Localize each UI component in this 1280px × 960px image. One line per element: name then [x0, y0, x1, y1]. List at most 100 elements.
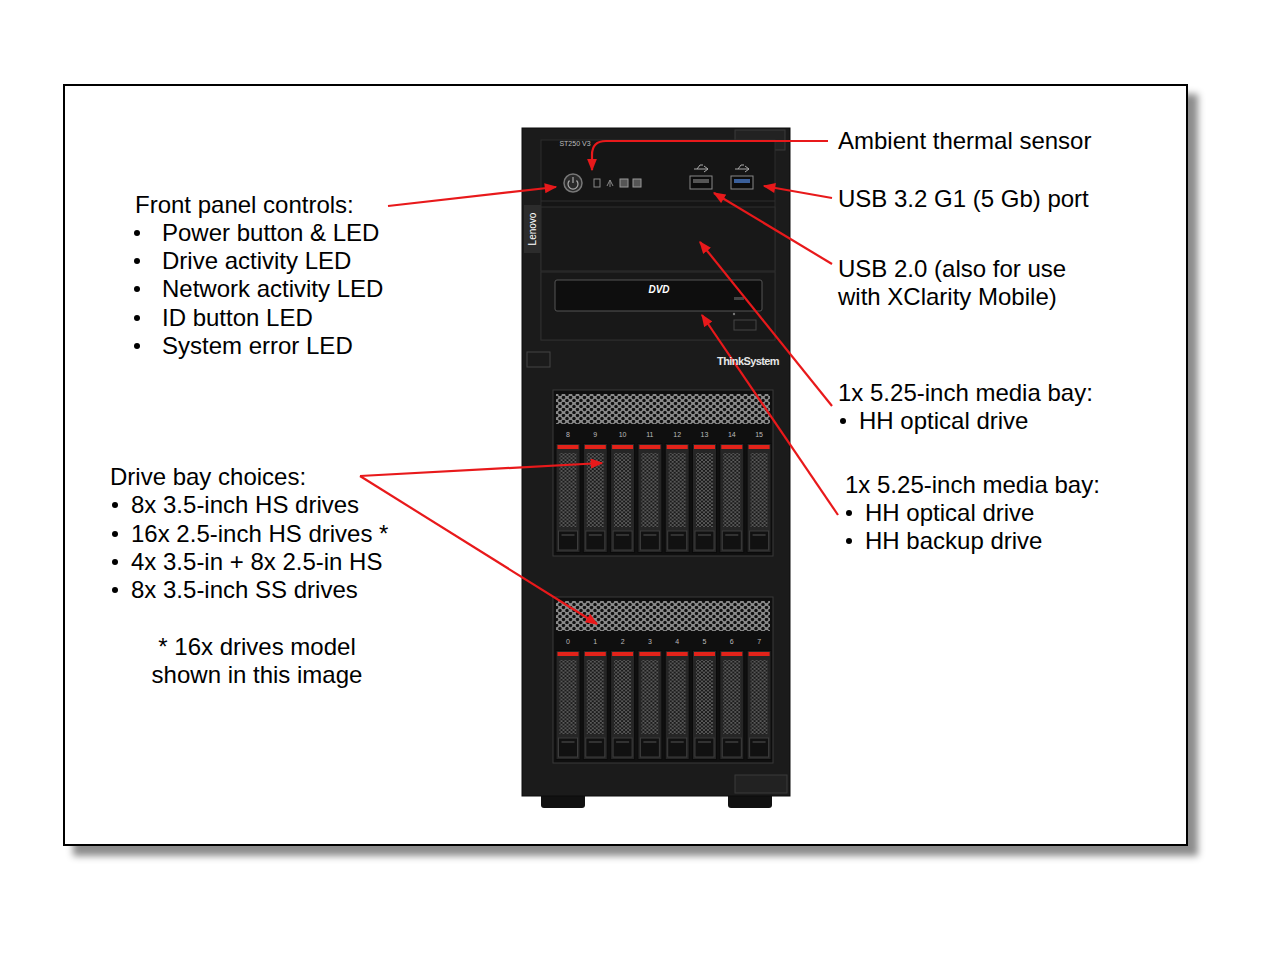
- network-led: [607, 180, 613, 187]
- list-item: HH optical drive: [859, 407, 1028, 435]
- usb-port-tongue: [693, 179, 709, 183]
- drive-tray: [693, 651, 717, 760]
- bay-number: 7: [757, 638, 761, 645]
- drive-tray: [747, 444, 771, 553]
- drive-tray: [720, 651, 744, 760]
- error-led: [633, 179, 641, 187]
- drive-led: [594, 179, 600, 187]
- product-brand: ThinkSystem: [717, 356, 779, 367]
- bay-number: 12: [673, 431, 681, 438]
- leader-arrow: [702, 315, 838, 515]
- media-bay: [541, 207, 775, 271]
- usb-port: [731, 176, 753, 189]
- footnote: * 16x drives model shown in this image: [132, 633, 382, 689]
- list-item: Drive activity LED: [162, 247, 351, 275]
- drive-tray: [556, 651, 580, 760]
- list-item: 16x 2.5-inch HS drives *: [131, 520, 388, 548]
- bay-number: 8: [566, 431, 570, 438]
- bullet-dot: [134, 258, 140, 264]
- list-item: 4x 3.5-in + 8x 2.5-in HS: [131, 548, 382, 576]
- drive-tray: [583, 444, 607, 553]
- bay-number: 1: [593, 638, 597, 645]
- bay-number: 13: [701, 431, 709, 438]
- bullet-dot: [134, 315, 140, 321]
- bay-number: 0: [566, 638, 570, 645]
- server-chassis: [522, 128, 790, 796]
- list-item: 8x 3.5-inch SS drives: [131, 576, 358, 604]
- panel-seam: [541, 201, 775, 202]
- id-button: [620, 179, 628, 187]
- bullet-dot: [112, 559, 118, 565]
- bay-number: 15: [755, 431, 763, 438]
- leader-arrow: [388, 187, 556, 206]
- bullet-dot: [134, 286, 140, 292]
- usb-icon: [694, 165, 708, 172]
- bullet-dot: [134, 343, 140, 349]
- bullet-dot: [112, 502, 118, 508]
- bezel-latch: [527, 352, 550, 367]
- drive-tray: [638, 651, 662, 760]
- drive-cage: [553, 597, 773, 763]
- brand-logo: Lenovo: [528, 213, 538, 246]
- callout-label: Ambient thermal sensor: [838, 127, 1091, 155]
- callout-label: USB 2.0 (also for use with XClarity Mobi…: [838, 255, 1108, 311]
- optical-drive-tray: [555, 280, 762, 311]
- leader-arrow: [764, 186, 832, 198]
- leader-arrow: [360, 476, 597, 624]
- leader-lines: [360, 141, 838, 624]
- air-vent: [556, 601, 770, 631]
- drive-tray: [638, 444, 662, 553]
- callout-heading: Drive bay choices:: [110, 463, 306, 491]
- drive-tray: [611, 651, 635, 760]
- drive-tray: [720, 444, 744, 553]
- drive-tray: [556, 444, 580, 553]
- usb-icon: [735, 165, 749, 172]
- drive-tray: [747, 651, 771, 760]
- drive-cage: [553, 390, 773, 556]
- bay-number: 2: [621, 638, 625, 645]
- air-vent: [556, 394, 770, 424]
- bullet-dot: [112, 531, 118, 537]
- bay-number: 9: [593, 431, 597, 438]
- bay-number: 3: [648, 638, 652, 645]
- bay-number: 4: [675, 638, 679, 645]
- list-item: 8x 3.5-inch HS drives: [131, 491, 359, 519]
- drive-tray: [665, 651, 689, 760]
- bay-number: 6: [730, 638, 734, 645]
- activity-dot: [733, 313, 735, 315]
- list-item: Network activity LED: [162, 275, 383, 303]
- callout-heading: 1x 5.25-inch media bay:: [845, 471, 1100, 499]
- bay-number: 14: [728, 431, 736, 438]
- power-button: [564, 174, 582, 192]
- callout-heading: Front panel controls:: [135, 191, 354, 219]
- list-item: ID button LED: [162, 304, 313, 332]
- bullet-dot: [134, 230, 140, 236]
- drive-tray: [665, 444, 689, 553]
- callout-heading: 1x 5.25-inch media bay:: [838, 379, 1093, 407]
- power-icon: [568, 177, 578, 189]
- usb-port-tongue: [734, 179, 750, 183]
- brand-tab: [524, 205, 541, 253]
- leader-arrow: [592, 141, 828, 170]
- usb-port: [690, 176, 712, 189]
- drive-tray: [583, 651, 607, 760]
- bezel-foot-panel: [735, 775, 787, 793]
- eject-cover: [734, 320, 756, 330]
- front-bezel: [541, 140, 775, 340]
- leader-arrow: [360, 463, 602, 476]
- bullet-dot: [840, 418, 846, 424]
- bay-number: 11: [646, 431, 653, 438]
- list-item: HH backup drive: [865, 527, 1042, 555]
- list-item: HH optical drive: [865, 499, 1034, 527]
- list-item: Power button & LED: [162, 219, 379, 247]
- dvd-logo: DVD: [648, 285, 669, 295]
- leader-arrow: [700, 242, 832, 406]
- bullet-dot: [112, 587, 118, 593]
- list-item: System error LED: [162, 332, 353, 360]
- callout-label: USB 3.2 G1 (5 Gb) port: [838, 185, 1089, 213]
- leader-arrow: [714, 193, 832, 264]
- drive-tray: [611, 444, 635, 553]
- drive-tray: [693, 444, 717, 553]
- model-badge: ST250 V3: [559, 140, 590, 147]
